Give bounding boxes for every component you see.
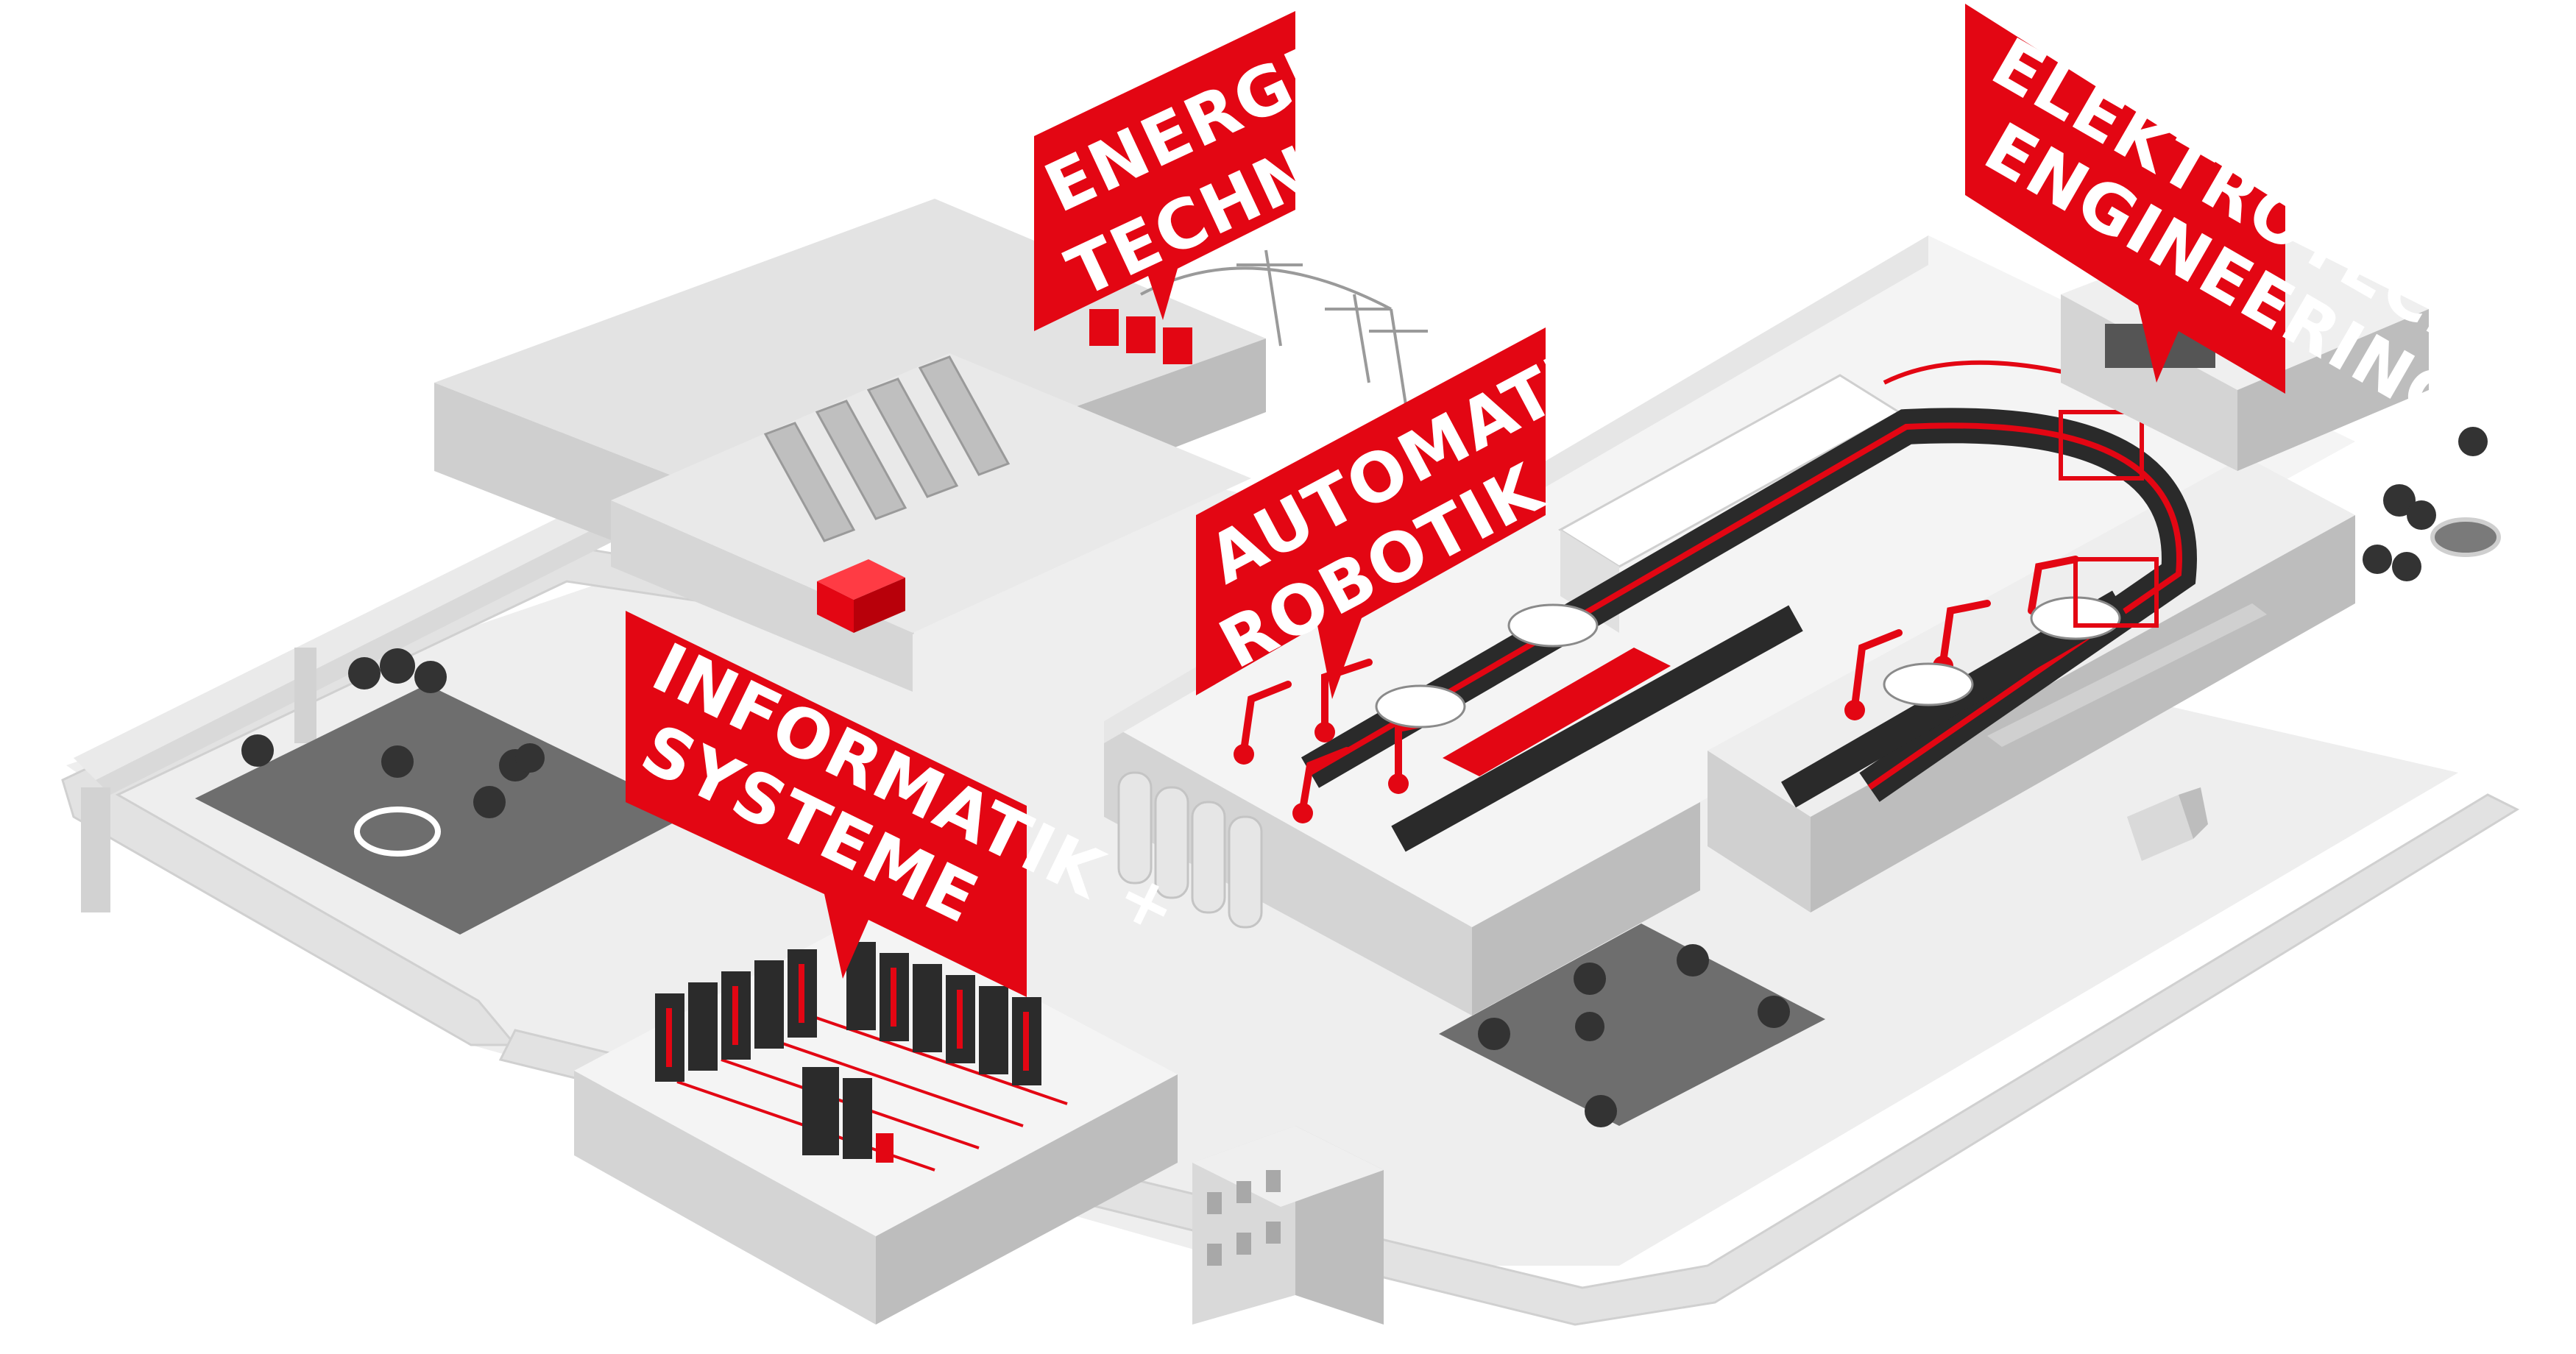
loading-dock <box>1987 603 2267 747</box>
window <box>1207 1170 1281 1266</box>
server-lights <box>666 964 1029 1071</box>
park-left-lawn <box>195 684 692 935</box>
transformer <box>1089 309 1192 364</box>
generator <box>854 578 905 633</box>
factory-left-wall <box>1104 721 1472 1016</box>
generator <box>817 581 854 633</box>
conveyor-belt-edge <box>1308 422 2182 790</box>
park-center <box>1439 924 1825 1127</box>
tree-icon <box>241 648 545 818</box>
dam-wall <box>611 500 913 692</box>
park-left <box>195 648 692 935</box>
factory-annex-wall <box>1708 751 1811 912</box>
red-platform <box>1443 648 1671 776</box>
data-center-right-wall <box>876 1074 1178 1325</box>
office-chair <box>876 1133 894 1163</box>
factory-right-wall <box>1472 802 1700 1016</box>
server-icon <box>655 942 1041 1159</box>
silos <box>1117 771 1263 929</box>
truck-icon <box>2127 787 2208 861</box>
robot-icon <box>1234 656 1953 823</box>
factory-annex-wall <box>1811 515 2355 912</box>
data-center-left-wall <box>574 1071 876 1325</box>
generator <box>817 559 905 600</box>
robot-icon <box>1240 556 2079 813</box>
fountain <box>354 807 441 857</box>
label-elektrotech-flag <box>1965 4 2285 394</box>
overpass-pillar <box>81 787 110 912</box>
dam-gates <box>763 355 1011 542</box>
factory-floor <box>1104 235 2355 927</box>
conveyor-belt <box>1391 605 1803 852</box>
label-automation-flag <box>1196 327 1546 699</box>
townhouses <box>1192 1126 1384 1325</box>
label-energietechnik[interactable]: ENERGIE- TECHNIK <box>1033 1 1401 331</box>
label-energietechnik-flag <box>1034 11 1295 331</box>
label-informatik-flag <box>626 611 1027 997</box>
park-center-lawn <box>1439 924 1825 1126</box>
tree-icon <box>2363 427 2488 581</box>
overpass-pillar <box>294 648 316 743</box>
pond <box>2430 517 2501 557</box>
tree-icon <box>1478 944 1790 1127</box>
data-center <box>574 912 1178 1325</box>
electrotech-wall <box>2237 309 2429 471</box>
